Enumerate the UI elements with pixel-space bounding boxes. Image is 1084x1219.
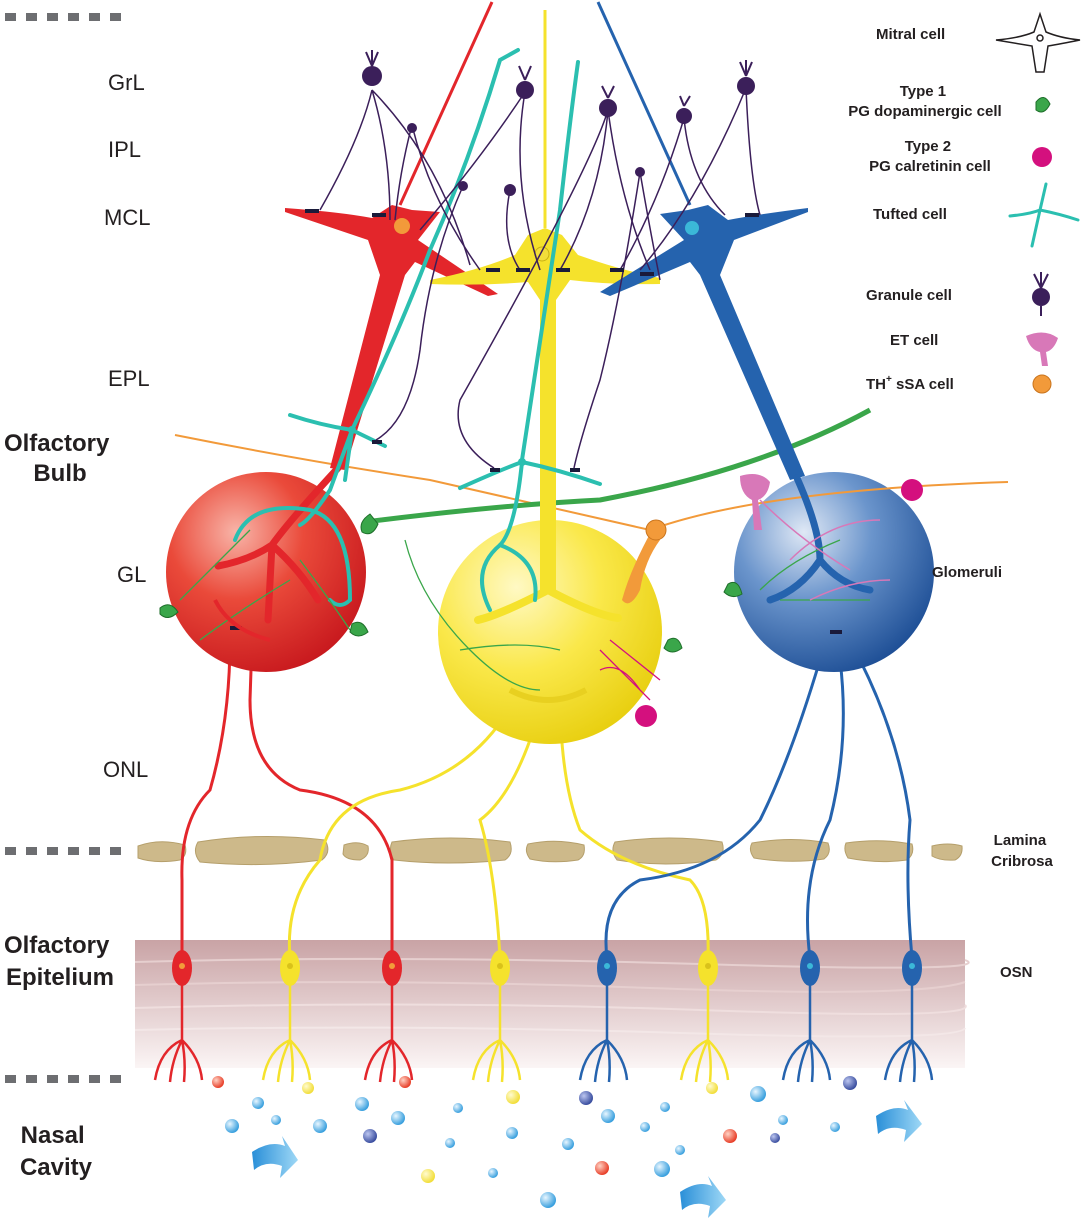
- boundary-dashes: [5, 13, 121, 1083]
- legend-mitral-icon: [995, 11, 1081, 73]
- legend-label-et: ET cell: [890, 332, 938, 349]
- region-label-olfactory-epithelium: Olfactory Epitelium: [4, 932, 116, 991]
- label-glomeruli: Glomeruli: [932, 564, 1002, 581]
- legend-th-ssa-icon: [1032, 374, 1052, 394]
- odorant-molecules: [212, 1076, 857, 1208]
- legend-label-pg-type2: Type 2 PG calretinin cell: [869, 138, 991, 175]
- legend-pg-type1-icon: [1035, 97, 1051, 113]
- mitral-cell-yellow: [430, 10, 660, 703]
- synapse-markers: [230, 209, 842, 634]
- label-osn: OSN: [1000, 964, 1033, 981]
- layer-label-epl: EPL: [108, 366, 150, 391]
- layer-label-ipl: IPL: [108, 137, 141, 162]
- glomerulus-yellow: [438, 520, 662, 744]
- et-cell: [740, 474, 770, 530]
- layer-label-mcl: MCL: [104, 205, 150, 230]
- legend-label-tufted: Tufted cell: [873, 206, 947, 223]
- pg-calretinin-cells: [635, 479, 923, 727]
- osn-axons: [180, 639, 914, 959]
- mitral-cell-red: [214, 1, 498, 624]
- legend-label-granule: Granule cell: [866, 287, 952, 304]
- olfactory-epithelium-band: [134, 940, 970, 1068]
- glomerulus-red: [166, 472, 366, 672]
- long-fibers: [174, 407, 1009, 532]
- legend: Mitral cell Type 1 PG dopaminergic cell …: [848, 11, 1081, 394]
- legend-et-icon: [1026, 332, 1058, 366]
- layer-label-onl: ONL: [103, 757, 148, 782]
- pg-dopaminergic-cells: [159, 513, 743, 653]
- lamina-cribrosa-bones: [137, 835, 963, 866]
- layer-label-gl: GL: [117, 562, 146, 587]
- airflow-arrows: [252, 1100, 922, 1218]
- legend-pg-type2-icon: [1032, 147, 1052, 167]
- glomerular-branches: [179, 499, 891, 701]
- label-lamina-cribrosa: Lamina Cribrosa: [991, 832, 1053, 870]
- region-label-nasal-cavity: Nasal Cavity: [20, 1122, 93, 1181]
- tufted-cell-left: [233, 48, 520, 607]
- legend-tufted-icon: [1008, 182, 1080, 248]
- legend-granule-icon: [1032, 272, 1050, 316]
- th-ssa-cell: [622, 519, 667, 604]
- layer-label-grl: GrL: [108, 70, 145, 95]
- legend-label-pg-type1: Type 1 PG dopaminergic cell: [848, 83, 1001, 120]
- legend-label-mitral: Mitral cell: [876, 26, 945, 43]
- region-label-olfactory-bulb: Olfactory Bulb: [4, 430, 116, 487]
- granule-cells: [319, 50, 761, 469]
- osn-cells: [153, 950, 934, 1083]
- legend-label-th-ssa: TH+ sSA cell: [866, 374, 954, 393]
